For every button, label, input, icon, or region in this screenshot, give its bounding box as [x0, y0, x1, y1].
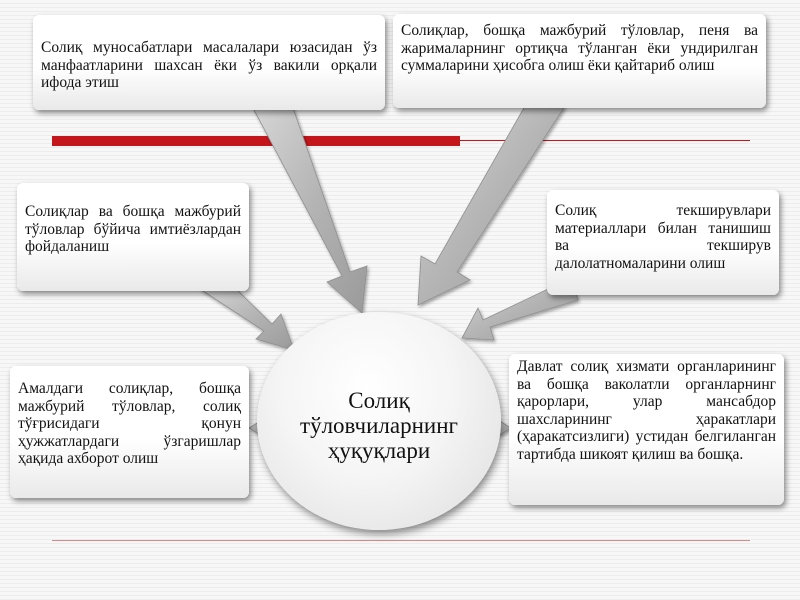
red-divider-line — [460, 140, 750, 141]
box-top-left-text: Солиқ муносабатлари масалалари юзасидан … — [41, 39, 377, 91]
box-mid-right: Солиқ текширувлари материаллари билан та… — [547, 190, 779, 295]
box-bottom-right-text: Давлат солиқ хизмати органларининг ва бо… — [517, 358, 776, 463]
box-bottom-right: Давлат солиқ хизмати органларининг ва бо… — [509, 354, 784, 505]
arrow-mid-left — [198, 288, 295, 351]
bottom-divider-line — [52, 540, 750, 541]
box-top-left: Солиқ муносабатлари масалалари юзасидан … — [33, 15, 385, 110]
box-mid-left-text: Солиқлар ва бошқа мажбурий тўловлар бўйи… — [25, 203, 241, 255]
arrow-top-right — [417, 105, 566, 306]
center-title: Солиқ тўловчиларнинг ҳуқуқлари — [300, 387, 458, 463]
box-top-right-text: Солиқлар, бошқа мажбурий тўловлар, пеня … — [401, 22, 758, 74]
box-top-right: Солиқлар, бошқа мажбурий тўловлар, пеня … — [393, 14, 766, 108]
box-mid-right-text: Солиқ текширувлари материаллари билан та… — [555, 202, 771, 272]
arrow-top-left — [252, 107, 368, 314]
red-divider-bar — [52, 136, 460, 146]
box-bottom-left-text: Амалдаги солиқлар, бошқа мажбурий тўловл… — [18, 380, 241, 467]
center-ellipse: Солиқ тўловчиларнинг ҳуқуқлари — [257, 312, 501, 530]
box-bottom-left: Амалдаги солиқлар, бошқа мажбурий тўловл… — [10, 366, 249, 498]
box-mid-left: Солиқлар ва бошқа мажбурий тўловлар бўйи… — [17, 183, 249, 291]
